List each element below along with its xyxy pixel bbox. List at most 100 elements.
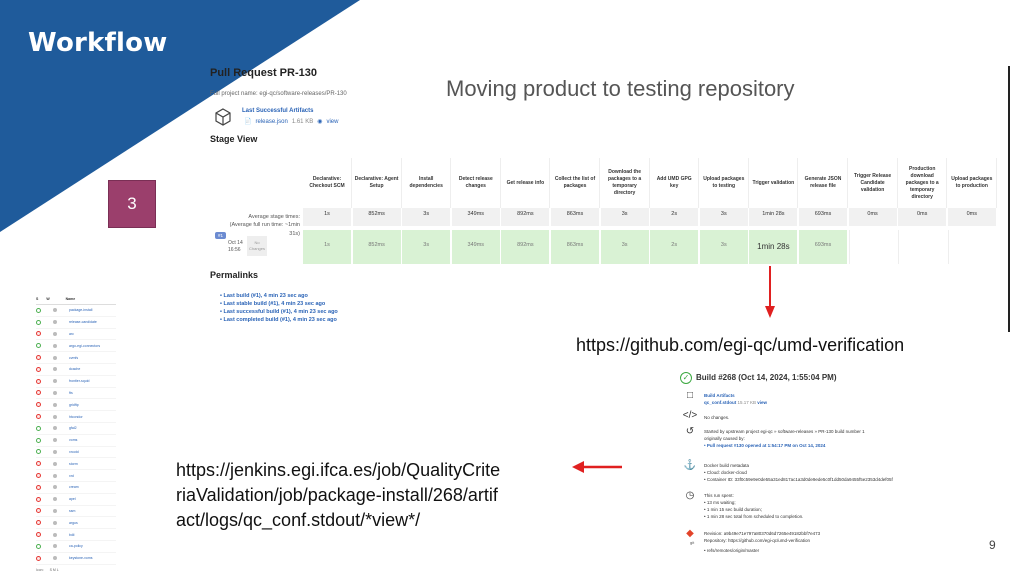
status-failed-icon: [36, 532, 41, 538]
job-row[interactable]: xrd: [36, 470, 116, 482]
job-row[interactable]: bdii: [36, 529, 116, 541]
job-name[interactable]: release-candidate: [69, 320, 97, 325]
job-name[interactable]: argus: [69, 520, 78, 525]
job-row[interactable]: release-candidate: [36, 317, 116, 329]
stage-run-cell[interactable]: [947, 230, 997, 264]
job-row[interactable]: package-install: [36, 305, 116, 317]
git-revision: Revision: a9b49e71e797a80370d6d7265e4918…: [704, 531, 821, 536]
build-artifacts-link[interactable]: Build Artifacts: [704, 393, 735, 398]
stage-run-cell[interactable]: 3s: [402, 230, 452, 264]
slide-title: Workflow: [28, 28, 168, 58]
job-name[interactable]: argo-egi-connectors: [69, 343, 101, 348]
col-name: Name: [65, 297, 76, 301]
job-row[interactable]: voms: [36, 435, 116, 447]
stage-run-cell[interactable]: 852ms: [352, 230, 402, 264]
job-name[interactable]: arc: [69, 331, 74, 336]
job-row[interactable]: cream: [36, 482, 116, 494]
permalink-item[interactable]: Last completed build (#1), 4 min 23 sec …: [220, 316, 338, 324]
job-name[interactable]: cream: [69, 485, 79, 490]
run-box[interactable]: #1 Oct 14 16:56 No Changes: [215, 232, 301, 262]
permalink-item[interactable]: Last build (#1), 4 min 23 sec ago: [220, 292, 338, 300]
no-changes: No changes.: [704, 415, 730, 420]
job-name[interactable]: ssm: [69, 508, 76, 513]
stage-run-cell[interactable]: 3s: [600, 230, 650, 264]
stage-name: Trigger Release Candidate validation: [849, 158, 898, 208]
stage-run-cell[interactable]: 892ms: [501, 230, 551, 264]
pull-request-link[interactable]: Pull request #130 opened at 1:54:17 PM o…: [704, 442, 964, 449]
job-row[interactable]: gfal2: [36, 423, 116, 435]
stage-run-cell[interactable]: 1min 28s: [749, 230, 799, 264]
job-row[interactable]: dcache: [36, 364, 116, 376]
stage-run-cell[interactable]: 2s: [650, 230, 700, 264]
job-row[interactable]: storm: [36, 458, 116, 471]
weather-icon: [53, 414, 57, 419]
job-name[interactable]: cvmfs: [69, 355, 79, 360]
footer-sizes[interactable]: S M L: [49, 567, 59, 572]
job-row[interactable]: keystone-voms: [36, 553, 116, 565]
job-row[interactable]: xrootd: [36, 447, 116, 459]
job-name[interactable]: xrootd: [69, 449, 79, 454]
stage-run-cell[interactable]: 693ms: [799, 230, 848, 264]
stage-run-cell[interactable]: [848, 230, 898, 264]
stage-run-cell[interactable]: 863ms: [551, 230, 600, 264]
job-row[interactable]: frontier-squid: [36, 376, 116, 388]
job-row[interactable]: fts: [36, 388, 116, 400]
artifact-size: 1.61 KB: [291, 118, 314, 125]
job-name[interactable]: voms: [69, 438, 78, 443]
job-row[interactable]: htcondor: [36, 411, 116, 423]
stage-run-cell[interactable]: [898, 230, 948, 264]
permalink-item[interactable]: Last stable build (#1), 4 min 23 sec ago: [220, 300, 338, 308]
job-row[interactable]: argo-egi-connectors: [36, 340, 116, 353]
average-stage-times-label: Average stage times: (Average full run t…: [218, 213, 300, 238]
artifact-view-link[interactable]: view: [326, 118, 339, 125]
status-failed-icon: [36, 520, 41, 526]
stage-name: Collect the list of packages: [551, 158, 600, 208]
job-row[interactable]: arc: [36, 329, 116, 341]
stage-avg-time: 892ms: [501, 208, 551, 226]
job-name[interactable]: gfal2: [69, 426, 77, 431]
job-name[interactable]: dcache: [69, 367, 81, 372]
footer-icon-label: Icon:: [36, 567, 44, 572]
job-row[interactable]: argus: [36, 517, 116, 530]
job-name[interactable]: storm: [69, 461, 78, 466]
artifact-link[interactable]: release.json: [255, 118, 288, 125]
job-row[interactable]: ca-policy: [36, 541, 116, 553]
status-failed-icon: [36, 555, 41, 561]
job-name[interactable]: htcondor: [69, 414, 83, 419]
job-name[interactable]: xrd: [69, 473, 74, 478]
stage-run-cell[interactable]: 349ms: [451, 230, 501, 264]
run-tag[interactable]: #1: [215, 232, 227, 239]
job-name[interactable]: bdii: [69, 532, 75, 537]
stage-run-cell[interactable]: 1s: [303, 230, 352, 264]
build-artifact-view-link[interactable]: view: [757, 400, 768, 405]
job-row[interactable]: cvmfs: [36, 352, 116, 364]
build-artifact-link[interactable]: qc_conf.stdout: [704, 400, 737, 405]
jenkins-pr-screenshot: Pull Request PR-130 Full project name: e…: [210, 62, 1000, 342]
git-repository[interactable]: Repository: https://github.com/egi-qc/um…: [704, 538, 811, 543]
started-by-text[interactable]: Started by upstream project egi-qc » sof…: [704, 429, 865, 434]
job-name[interactable]: gridftp: [69, 402, 79, 407]
permalinks-list: Last build (#1), 4 min 23 sec agoLast st…: [220, 292, 338, 324]
job-name[interactable]: ca-policy: [69, 544, 83, 549]
job-name[interactable]: apel: [69, 497, 76, 502]
job-name[interactable]: frontier-squid: [69, 379, 90, 384]
job-name[interactable]: keystone-voms: [69, 556, 93, 561]
job-name[interactable]: fts: [69, 390, 73, 395]
permalink-item[interactable]: Last successful build (#1), 4 min 23 sec…: [220, 308, 337, 316]
col-s: S: [36, 297, 39, 301]
status-ok-icon: [36, 307, 41, 313]
stage-avg-time: 1s: [303, 208, 352, 226]
job-row[interactable]: gridftp: [36, 399, 116, 412]
weather-icon: [53, 497, 57, 502]
job-row[interactable]: apel: [36, 494, 116, 506]
last-successful-artifacts-link[interactable]: Last Successful Artifacts: [242, 108, 314, 114]
stage-run-cell[interactable]: 3s: [699, 230, 749, 264]
jenkins-url: https://jenkins.egi.ifca.es/job/QualityC…: [176, 460, 501, 530]
status-ok-icon: [36, 319, 41, 325]
pr-full-name: Full project name: egi-qc/software-relea…: [210, 91, 347, 97]
caused-by-text: originally caused by:: [704, 436, 745, 441]
job-name[interactable]: package-install: [69, 308, 93, 313]
job-row[interactable]: ssm: [36, 506, 116, 518]
